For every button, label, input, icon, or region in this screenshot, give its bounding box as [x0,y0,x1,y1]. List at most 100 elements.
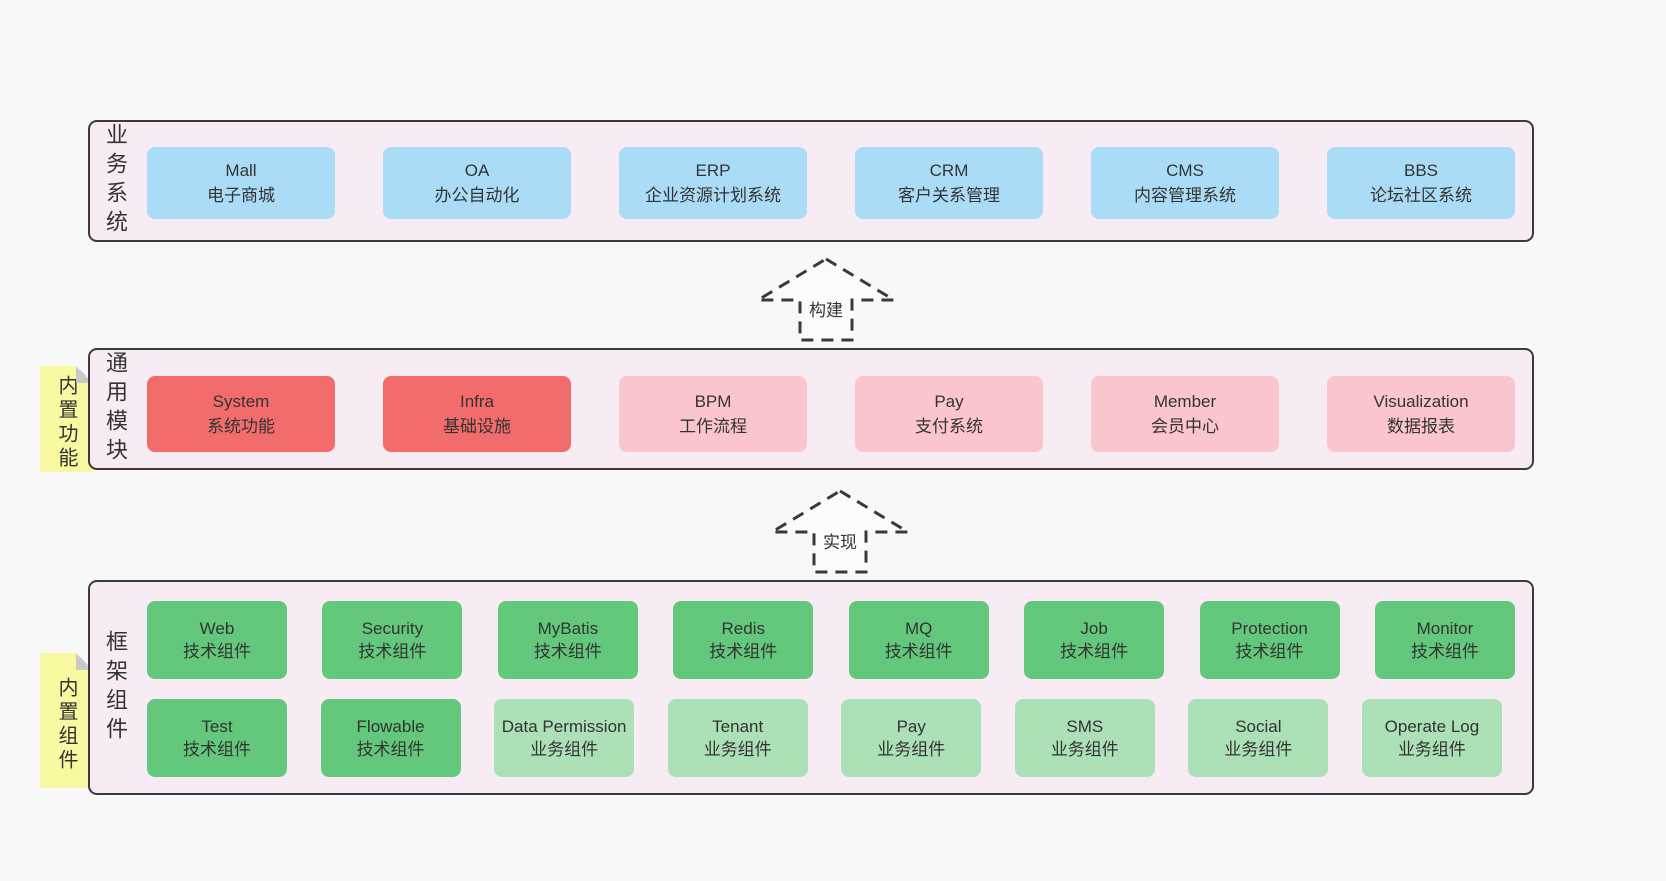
box-subtitle: 技术组件 [709,642,778,661]
box-sms: SMS 业务组件 [1014,699,1155,777]
box-cms: CMS 内容管理系统 [1091,147,1279,219]
box-title: Security [361,619,424,638]
arrow-implement-label: 实现 [820,528,860,553]
arrow-build-label: 构建 [806,296,846,321]
box-subtitle: 技术组件 [1060,642,1129,661]
box-subtitle: 业务组件 [1224,740,1293,759]
box-visualization: Visualization 数据报表 [1327,376,1515,452]
note-built-in-components: 内置组件 [40,653,93,788]
box-subtitle: 数据报表 [1387,417,1455,436]
box-system: System 系统功能 [147,376,335,452]
box-subtitle: 会员中心 [1151,417,1219,436]
box-bpm: BPM 工作流程 [619,376,807,452]
box-title: Visualization [1373,392,1469,411]
box-title: MQ [904,619,933,638]
box-redis: Redis 技术组件 [673,601,814,679]
box-subtitle: 技术组件 [356,740,425,759]
box-erp: ERP 企业资源计划系统 [619,147,807,219]
box-subtitle: 客户关系管理 [898,186,1000,205]
layer-label-business: 业务系统 [103,123,128,239]
box-mybatis: MyBatis 技术组件 [497,601,638,679]
box-title: Tenant [712,717,764,736]
box-member: Member 会员中心 [1091,376,1279,452]
box-title: Pay [896,717,926,736]
box-subtitle: 电子商城 [207,186,275,205]
box-subtitle: 内容管理系统 [1134,186,1236,205]
box-title: Member [1153,392,1217,411]
box-subtitle: 业务组件 [1050,740,1119,759]
box-subtitle: 技术组件 [533,642,602,661]
box-subtitle: 技术组件 [1235,642,1304,661]
box-title: OA [464,161,490,180]
box-title: Test [201,717,233,736]
box-test: Test 技术组件 [147,699,287,777]
box-job: Job 技术组件 [1024,601,1165,679]
box-mall: Mall 电子商城 [147,147,335,219]
box-security: Security 技术组件 [322,601,463,679]
box-title: System [212,392,270,411]
box-subtitle: 技术组件 [183,740,251,759]
box-title: Protection [1231,619,1308,638]
box-subtitle: 支付系统 [915,417,983,436]
box-subtitle: 基础设施 [443,417,511,436]
box-protection: Protection 技术组件 [1199,601,1340,679]
box-subtitle: 办公自动化 [434,186,520,205]
box-crm: CRM 客户关系管理 [855,147,1043,219]
box-pay-module: Pay 支付系统 [855,376,1043,452]
box-title: ERP [695,161,731,180]
box-subtitle: 业务组件 [877,740,946,759]
box-title: Redis [721,619,765,638]
box-subtitle: 业务组件 [703,740,772,759]
box-title: Job [1080,619,1108,638]
box-title: Web [199,619,235,638]
box-bbs: BBS 论坛社区系统 [1327,147,1515,219]
note-built-in-features: 内置功能 [40,366,93,472]
box-subtitle: 工作流程 [679,417,747,436]
box-title: Infra [459,392,495,411]
box-infra: Infra 基础设施 [383,376,571,452]
box-title: CRM [929,161,969,180]
box-subtitle: 业务组件 [1397,740,1466,759]
box-subtitle: 企业资源计划系统 [645,186,781,205]
box-social: Social 业务组件 [1188,699,1329,777]
components-row-1: Web 技术组件 Security 技术组件 MyBatis 技术组件 Redi… [147,601,1515,679]
box-title: MyBatis [537,619,599,638]
box-title: Mall [225,161,257,180]
box-title: BPM [694,392,732,411]
components-row-2: Test 技术组件 Flowable 技术组件 Data Permission … [147,699,1502,777]
business-row: Mall 电子商城 OA 办公自动化 ERP 企业资源计划系统 CRM 客户关系… [147,147,1515,219]
box-title: Monitor [1416,619,1474,638]
box-title: Social [1235,717,1282,736]
box-pay-component: Pay 业务组件 [841,699,982,777]
box-subtitle: 系统功能 [207,417,275,436]
box-tenant: Tenant 业务组件 [667,699,808,777]
box-operate-log: Operate Log 业务组件 [1361,699,1502,777]
box-title: Pay [934,392,964,411]
note-text: 内置组件 [55,676,77,773]
box-subtitle: 业务组件 [530,740,599,759]
modules-row: System 系统功能 Infra 基础设施 BPM 工作流程 Pay 支付系统… [147,376,1515,452]
box-subtitle: 技术组件 [884,642,953,661]
box-subtitle: 论坛社区系统 [1370,186,1472,205]
box-title: SMS [1066,717,1104,736]
box-title: BBS [1403,161,1439,180]
box-flowable: Flowable 技术组件 [320,699,461,777]
box-subtitle: 技术组件 [358,642,427,661]
arrow-build: 构建 [756,257,896,342]
box-mq: MQ 技术组件 [848,601,989,679]
box-title: Flowable [356,717,425,736]
note-text: 内置功能 [55,375,77,471]
box-subtitle: 技术组件 [183,642,251,661]
layer-label-modules: 通用模块 [103,351,128,467]
arrow-implement: 实现 [770,489,910,574]
layer-label-components: 框架组件 [103,629,128,746]
layer-common-modules: 通用模块 System 系统功能 Infra 基础设施 BPM 工作流程 Pay… [88,348,1534,470]
box-title: Operate Log [1384,717,1480,736]
layer-business-systems: 业务系统 Mall 电子商城 OA 办公自动化 ERP 企业资源计划系统 CRM… [88,120,1534,242]
box-oa: OA 办公自动化 [383,147,571,219]
box-web: Web 技术组件 [147,601,287,679]
box-subtitle: 技术组件 [1410,642,1479,661]
box-title: CMS [1166,161,1204,180]
layer-framework-components: 框架组件 Web 技术组件 Security 技术组件 MyBatis 技术组件… [88,580,1534,795]
